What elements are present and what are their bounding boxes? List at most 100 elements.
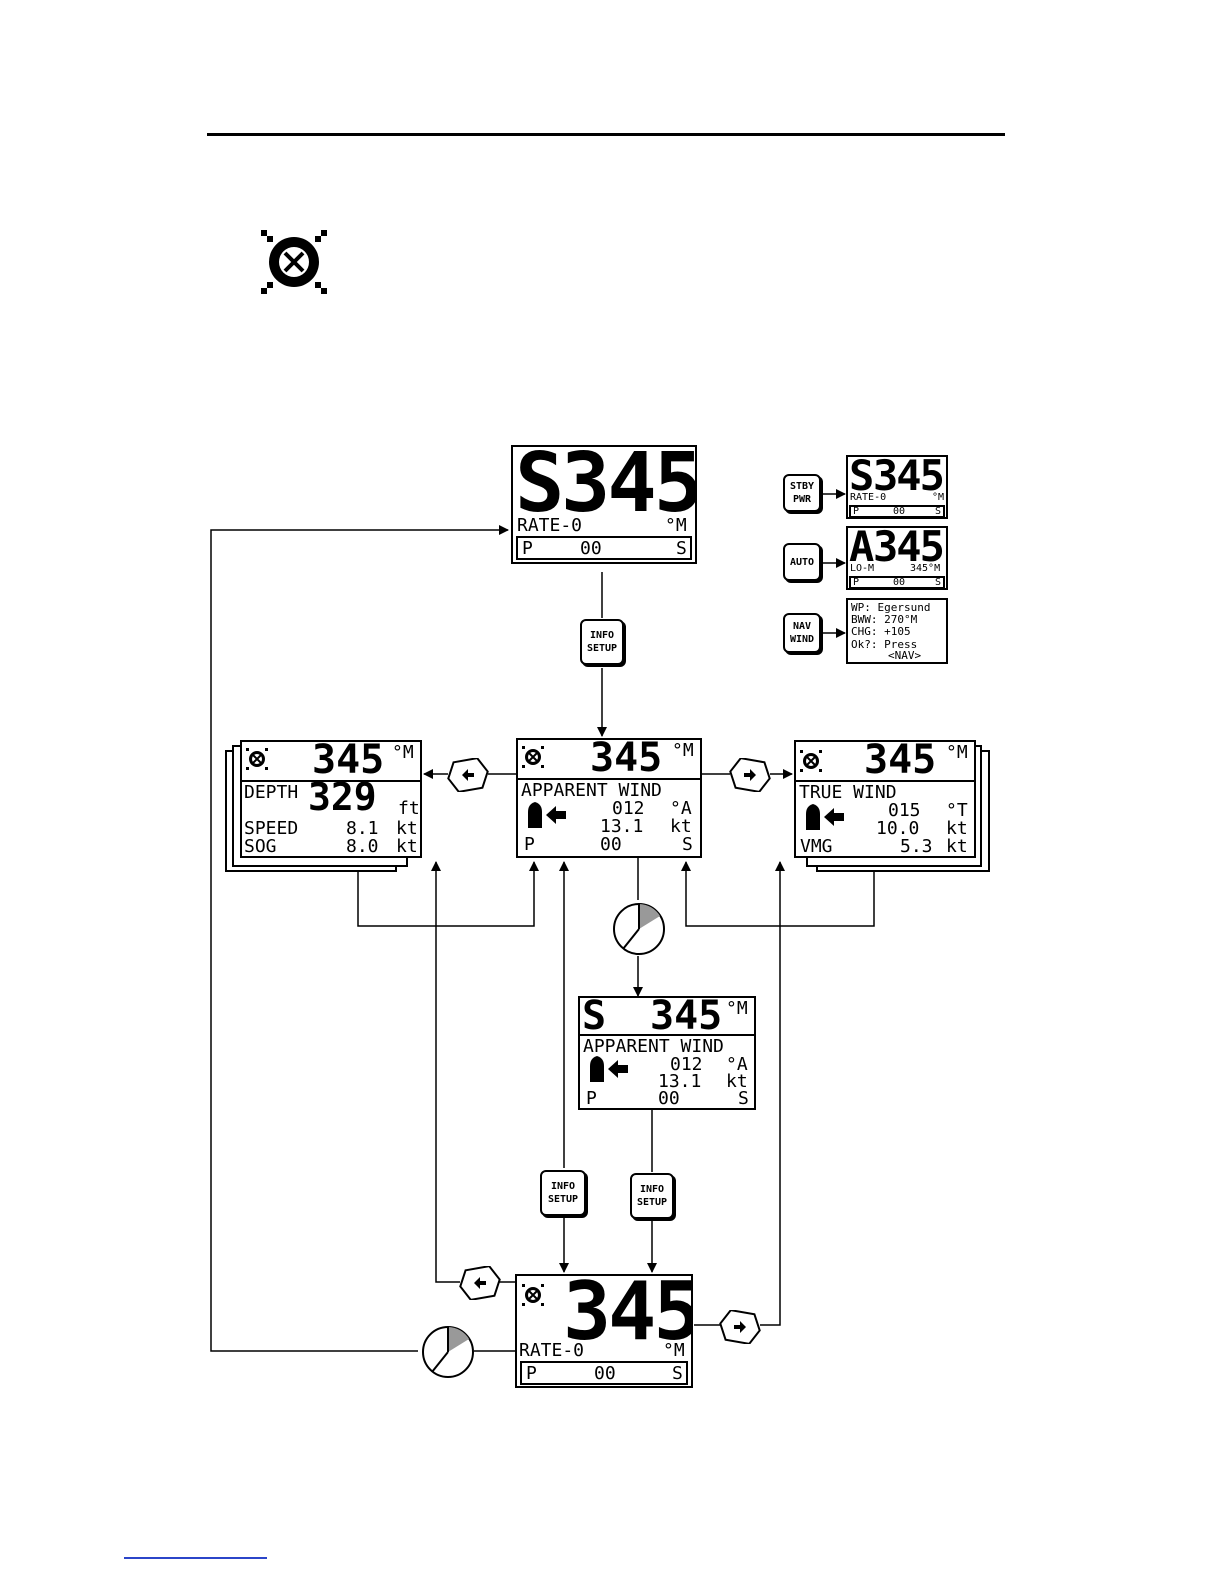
main-port: P (522, 538, 533, 559)
left-arrow-key[interactable] (458, 1266, 502, 1300)
stby-pwr-button[interactable]: STBY PWR (783, 474, 821, 512)
info-setup-button[interactable]: INFO SETUP (630, 1173, 674, 1219)
nav-screen: WP: Egersund BWW: 270°M CHG: +105 Ok?: P… (846, 598, 948, 664)
standby-starboard: S (935, 506, 942, 517)
wind-mode-icon (522, 746, 544, 768)
s-apparent-mode: S (582, 996, 607, 1039)
wind-mode-icon (522, 1284, 544, 1306)
bottom-starboard: S (672, 1363, 683, 1384)
depth-label: DEPTH (244, 782, 299, 803)
divider (242, 780, 420, 782)
depth-value: 329 (308, 775, 377, 819)
wind-mode-icon (261, 230, 327, 294)
standby-port: P (853, 506, 860, 517)
right-arrow-key[interactable] (728, 758, 772, 792)
timeout-clock-icon (422, 1326, 474, 1378)
s-apparent-starboard: S (738, 1088, 749, 1109)
divider (796, 780, 974, 782)
nav-line1: WP: Egersund (851, 601, 931, 614)
standby-rate: RATE-0 (850, 492, 887, 503)
s-apparent-wind-screen: S 345 °M APPARENT WIND 012 °A 13.1 kt P … (578, 996, 756, 1110)
standby-screen: S 345 RATE-0 °M P 00 S (846, 455, 948, 519)
apparent-title: APPARENT WIND (521, 780, 662, 801)
speed-label: SPEED (244, 818, 299, 839)
apparent-wind-screen: 345 °M APPARENT WIND 012 °A 13.1 kt P 00… (516, 738, 702, 858)
apparent-heading: 345 (590, 738, 663, 781)
auto-rudder: 00 (893, 577, 906, 588)
s-apparent-title: APPARENT WIND (583, 1036, 724, 1057)
vmg-unit: kt (946, 836, 968, 857)
true-wind-screen: 345 °M TRUE WIND 015 °T 10.0 kt VMG 5.3 … (794, 740, 976, 858)
main-heading: S (515, 445, 565, 531)
nav-line3: CHG: +105 (851, 625, 911, 638)
bottom-heading: 345 (563, 1274, 693, 1358)
main-starboard: S (676, 538, 687, 559)
wind-mode-icon (246, 748, 268, 770)
bottom-rate: RATE-0 (519, 1340, 585, 1361)
main-status-bar: P 00 S (516, 536, 692, 560)
auto-set: 345°M (910, 563, 941, 574)
nav-line4: Ok?: Press (851, 638, 918, 651)
auto-starboard: S (935, 577, 942, 588)
divider (518, 778, 700, 780)
info-label: INFO (639, 1184, 665, 1195)
sog-value: 8.0 (346, 836, 379, 857)
right-arrow-key[interactable] (718, 1310, 762, 1344)
nav-line2: BWW: 270°M (851, 613, 918, 626)
info-setup-button[interactable]: INFO SETUP (540, 1170, 586, 1216)
right-arrow-icon (744, 769, 756, 781)
s-apparent-rudder: 00 (658, 1088, 680, 1109)
true-heading: 345 (864, 740, 937, 783)
right-arrow-icon (734, 1321, 746, 1333)
bottom-rudder: 00 (594, 1363, 616, 1384)
standby-mode: S (849, 455, 875, 500)
left-arrow-icon (474, 1277, 486, 1289)
s-apparent-speed-unit: kt (726, 1071, 748, 1092)
stby-label: STBY (789, 481, 815, 492)
bottom-port: P (526, 1363, 537, 1384)
depth-heading: 345 (312, 740, 385, 783)
boat-wind-icon (528, 802, 566, 828)
bottom-screen: 345 RATE-0 °M P 00 S (515, 1274, 693, 1388)
apparent-unit: °M (672, 740, 694, 761)
left-arrow-key[interactable] (446, 758, 490, 792)
setup-label: SETUP (586, 643, 618, 654)
apparent-speed-unit: kt (670, 816, 692, 837)
boat-wind-icon (590, 1056, 628, 1082)
nav-wind-button[interactable]: NAV WIND (783, 613, 821, 653)
standby-heading: 345 (873, 455, 945, 500)
true-speed-unit: kt (946, 818, 968, 839)
vmg-label: VMG (800, 836, 833, 857)
main-unit: °M (665, 515, 687, 536)
depth-screen: 345 °M DEPTH 329 ft SPEED 8.1 kt SOG 8.0… (240, 740, 422, 858)
divider (580, 1034, 754, 1036)
info-label: INFO (589, 630, 615, 641)
boat-wind-icon (806, 804, 844, 830)
auto-port: P (853, 577, 860, 588)
apparent-angle: 012 (612, 798, 645, 819)
auto-button[interactable]: AUTO (783, 543, 821, 581)
speed-value: 8.1 (346, 818, 379, 839)
s-apparent-unit: °M (726, 998, 748, 1019)
sog-label: SOG (244, 836, 277, 857)
bottom-link-rule (124, 1557, 267, 1559)
info-setup-button[interactable]: INFO SETUP (580, 619, 624, 665)
main-rudder: 00 (580, 538, 602, 559)
auto-heading: 345 (873, 526, 945, 571)
auto-screen: A 345 LO-M 345°M P 00 S (846, 526, 948, 590)
standby-rudder: 00 (893, 506, 906, 517)
true-heading-unit: °M (946, 742, 968, 763)
main-heading-value: 345 (561, 445, 697, 531)
apparent-speed: 13.1 (600, 816, 644, 837)
true-title: TRUE WIND (799, 782, 897, 803)
s-apparent-speed: 13.1 (658, 1071, 702, 1092)
apparent-starboard: S (682, 834, 693, 855)
depth-heading-unit: °M (392, 742, 414, 763)
auto-lo: LO-M (850, 563, 875, 574)
apparent-angle-unit: °A (670, 798, 692, 819)
true-speed: 10.0 (876, 818, 920, 839)
setup-label: SETUP (636, 1197, 668, 1208)
wind-label: WIND (789, 634, 815, 645)
standby-unit: °M (932, 492, 945, 503)
